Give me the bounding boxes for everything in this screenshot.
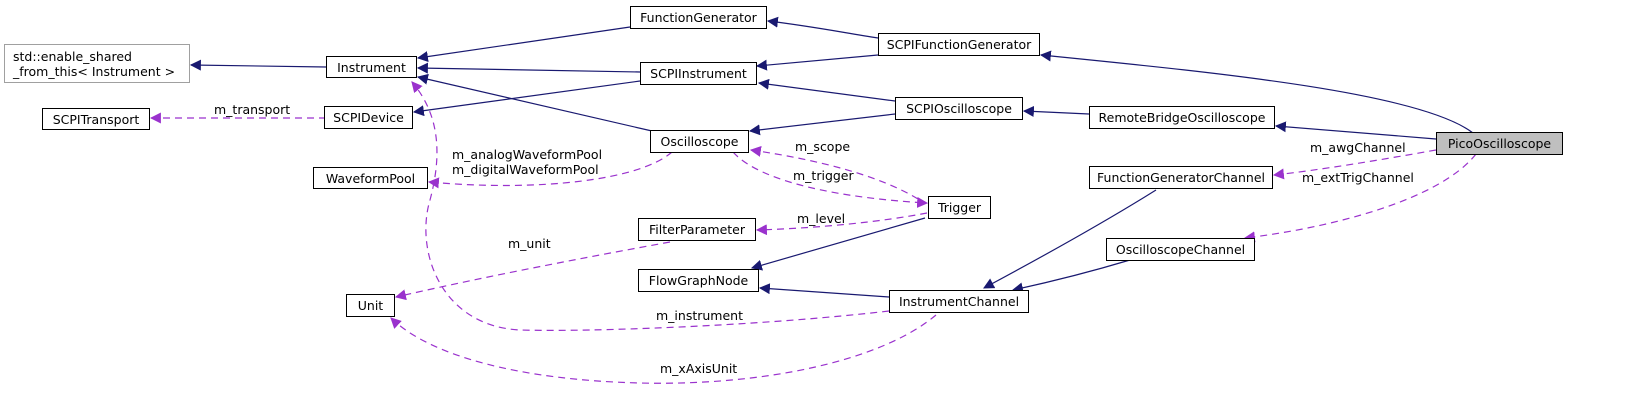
edge-m-awg-channel: [1272, 149, 1437, 180]
label-m-ext-trig-channel: m_extTrigChannel: [1302, 170, 1414, 185]
node-instrument[interactable]: Instrument: [326, 56, 417, 78]
node-oscilloscope-channel[interactable]: OscilloscopeChannel: [1106, 238, 1255, 261]
label-m-instrument: m_instrument: [656, 308, 743, 323]
node-remote-bridge-oscilloscope[interactable]: RemoteBridgeOscilloscope: [1089, 106, 1275, 129]
label-m-waveform-pools: m_analogWaveformPool m_digitalWaveformPo…: [452, 147, 603, 177]
node-scpi-instrument[interactable]: SCPIInstrument: [640, 62, 757, 85]
edge-m-unit: [394, 241, 671, 301]
edge-scpi-device-to-scpi-instrument: [412, 80, 641, 117]
node-scpi-function-generator[interactable]: SCPIFunctionGenerator: [878, 33, 1040, 56]
edge-m-trigger: [732, 151, 929, 208]
edge-instrument-to-enable-shared: [189, 59, 327, 71]
edge-scpi-instrument-to-instrument: [416, 62, 641, 74]
edge-oscilloscope-to-instrument: [416, 73, 653, 132]
label-m-awg-channel: m_awgChannel: [1310, 140, 1406, 155]
edge-oscilloscope-channel-to-instrument-channel: [1011, 259, 1131, 294]
edge-scpi-function-generator-to-scpi-instrument: [755, 54, 879, 71]
label-m-scope: m_scope: [795, 139, 851, 154]
node-trigger[interactable]: Trigger: [928, 196, 991, 219]
edge-m-x-axis-unit: [390, 314, 937, 384]
node-filter-parameter[interactable]: FilterParameter: [638, 218, 756, 241]
node-enable-shared-from-this: std::enable_shared _from_this< Instrumen…: [4, 44, 190, 83]
label-m-trigger: m_trigger: [793, 168, 854, 183]
edge-scpi-function-generator-to-function-generator: [766, 16, 879, 39]
node-waveform-pool[interactable]: WaveformPool: [313, 167, 428, 189]
node-flow-graph-node[interactable]: FlowGraphNode: [638, 269, 759, 292]
edge-scpi-oscilloscope-to-oscilloscope: [748, 113, 896, 136]
label-m-unit: m_unit: [508, 236, 551, 251]
node-scpi-device[interactable]: SCPIDevice: [324, 106, 413, 129]
edge-instrument-channel-to-flow-graph-node: [758, 283, 890, 298]
edge-function-generator-channel-to-instrument-channel: [983, 189, 1157, 289]
node-instrument-channel[interactable]: InstrumentChannel: [889, 290, 1029, 313]
edge-m-ext-trig-channel: [1243, 153, 1477, 243]
node-oscilloscope[interactable]: Oscilloscope: [650, 130, 749, 153]
edge-scpi-oscilloscope-to-scpi-instrument: [757, 78, 896, 102]
edge-m-instrument: [411, 81, 890, 331]
node-pico-oscilloscope[interactable]: PicoOscilloscope: [1436, 132, 1563, 155]
node-function-generator[interactable]: FunctionGenerator: [630, 6, 767, 29]
edge-function-generator-to-instrument: [416, 26, 631, 63]
label-m-transport: m_transport: [214, 102, 291, 117]
label-m-x-axis-unit: m_xAxisUnit: [660, 361, 738, 376]
edge-remote-bridge-to-scpi-oscilloscope: [1022, 105, 1090, 117]
edge-trigger-to-flow-graph-node: [750, 217, 926, 271]
edge-pico-to-remote-bridge: [1274, 121, 1437, 140]
edge-m-scope: [749, 145, 919, 200]
edge-m-waveform-pools: [427, 151, 673, 189]
node-scpi-oscilloscope[interactable]: SCPIOscilloscope: [895, 97, 1023, 120]
edge-m-level: [755, 212, 928, 236]
node-function-generator-channel[interactable]: FunctionGeneratorChannel: [1089, 166, 1273, 189]
edge-pico-to-scpi-function-generator: [1039, 50, 1474, 134]
node-scpi-transport[interactable]: SCPITransport: [42, 108, 150, 130]
node-unit[interactable]: Unit: [346, 294, 395, 317]
label-m-level: m_level: [797, 211, 846, 226]
